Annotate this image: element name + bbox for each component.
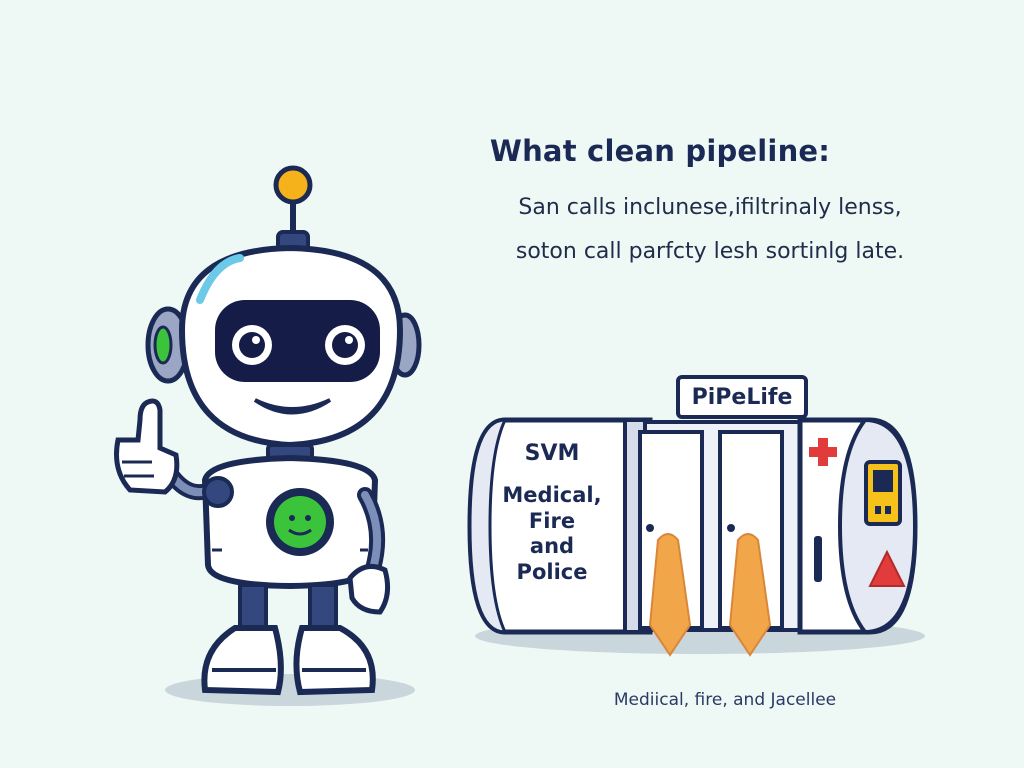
thumbs-up-icon <box>114 398 180 495</box>
description: San calls inclunese,ifiltrinaly lenss, s… <box>470 186 950 274</box>
caption: Mediical, fire, and Jacellee <box>613 690 837 710</box>
pipelife-sign <box>676 375 808 419</box>
tank-line-4: Police <box>517 560 588 584</box>
tank-code: SVM <box>525 441 580 466</box>
tank-line-1: Medical, <box>502 483 601 507</box>
tank-line-3: and <box>530 534 574 558</box>
description-line-2: soton call parfcty lesh sortinlg late. <box>515 239 905 264</box>
medical-cross-icon <box>809 438 837 466</box>
tank-line-2: Fire <box>529 509 575 533</box>
control-panel-icon <box>864 460 902 526</box>
headline: What clean pipeline: <box>489 134 831 168</box>
description-line-1: San calls inclunese,ifiltrinaly lenss, <box>518 195 902 220</box>
pipelife-sign-label: PiPeLife <box>692 385 793 410</box>
down-arrow-left <box>648 533 692 657</box>
down-arrow-right <box>728 533 772 657</box>
warning-triangle-icon <box>868 549 906 587</box>
